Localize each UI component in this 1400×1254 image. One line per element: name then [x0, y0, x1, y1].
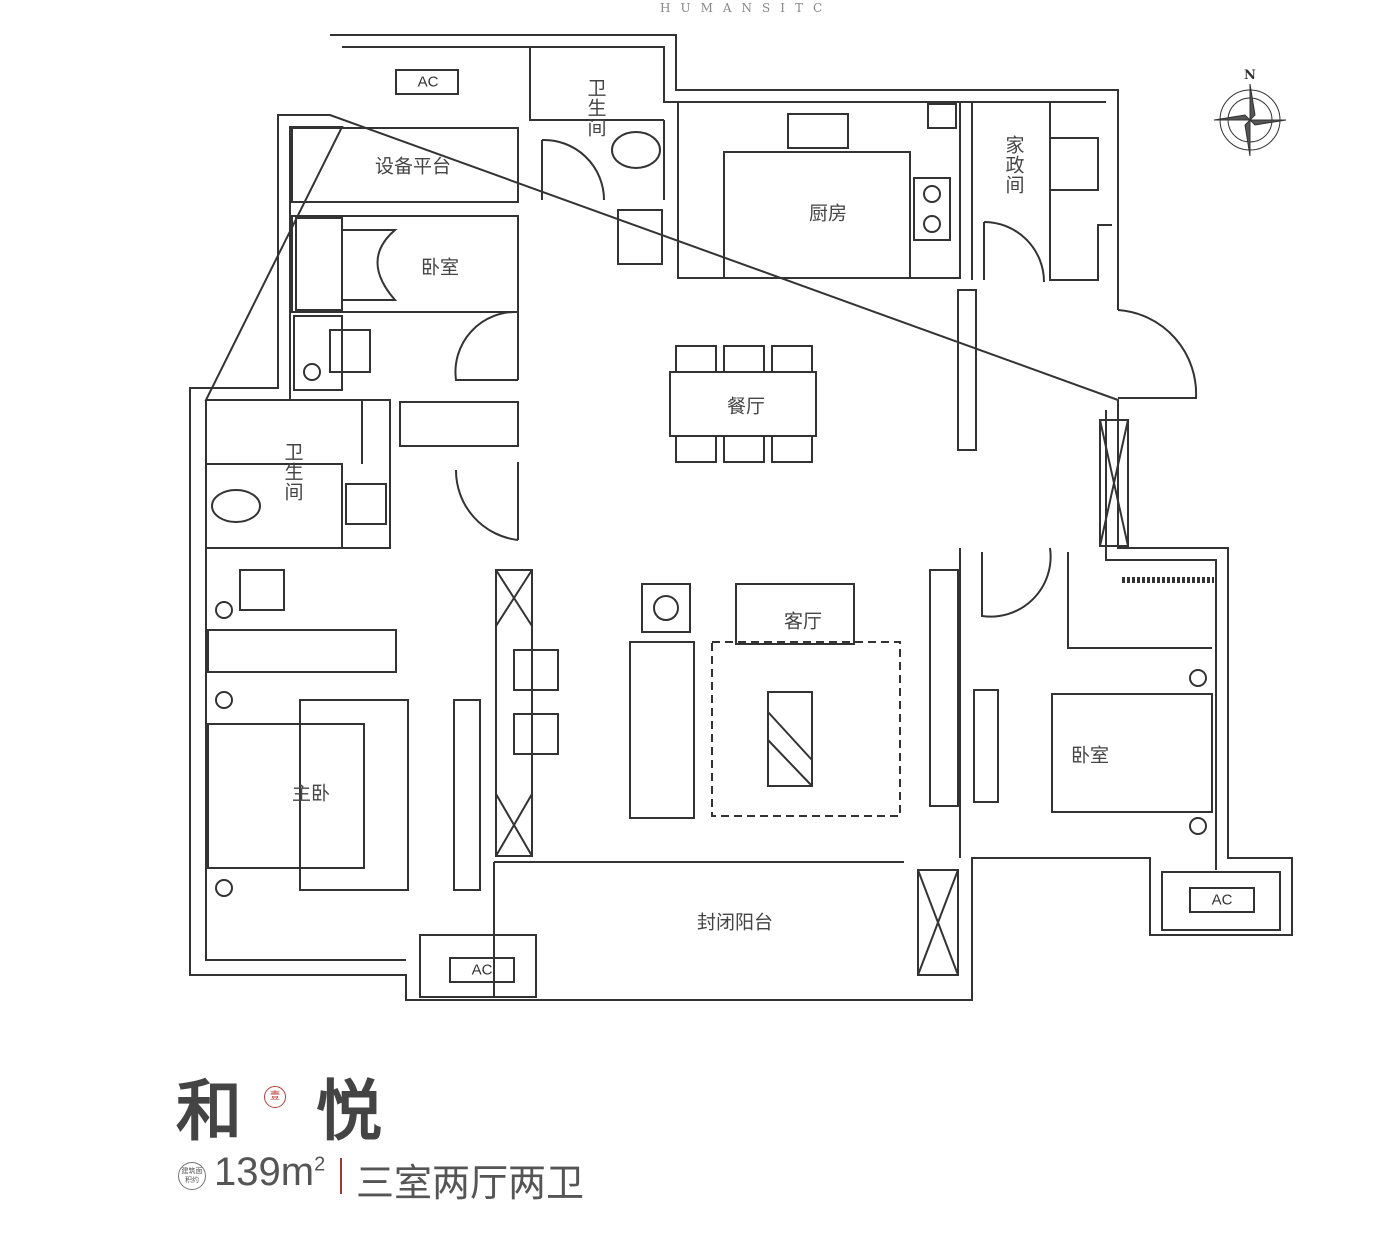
- ac-unit-top: [395, 69, 459, 95]
- room-label-kitchen: 厨房: [808, 202, 848, 225]
- ac-unit-right: [1189, 887, 1255, 913]
- equipment-platform-wall: [291, 127, 519, 203]
- outer-wall: [189, 34, 1293, 1001]
- ac-unit-bottom: [449, 957, 515, 983]
- area-unit-sup: 2: [314, 1153, 326, 1176]
- wardrobe: [399, 401, 519, 447]
- toilet: [611, 131, 661, 169]
- stove: [913, 177, 951, 241]
- separator: [340, 1158, 342, 1194]
- sink: [787, 113, 849, 149]
- seal-stamp: 壹: [264, 1086, 286, 1108]
- room-label-equipment-platform: 设备平台: [374, 155, 452, 178]
- master-bed: [207, 723, 365, 869]
- sofa: [629, 641, 695, 819]
- unit-name-part2: 悦: [316, 1072, 382, 1150]
- unit-name-part1: 和: [176, 1072, 246, 1150]
- brand-word: HUMANSITC: [660, 1, 833, 15]
- ac-label: AC: [417, 73, 439, 91]
- wardrobe: [295, 217, 343, 311]
- ac-label: AC: [471, 961, 493, 979]
- area-badge: 建筑面积约: [178, 1162, 206, 1190]
- area-number: 139m: [214, 1150, 315, 1194]
- room-label-living: 客厅: [783, 610, 823, 633]
- compass-north-label: N: [1244, 68, 1256, 83]
- coffee-table: [767, 691, 813, 787]
- room-label-bedroom-nw: 卧室: [420, 256, 460, 279]
- room-label-balcony: 封闭阳台: [696, 911, 774, 934]
- outer-wall-inner: [204, 46, 1217, 961]
- area-value: 139m2: [214, 1150, 325, 1195]
- layout-description: 三室两厅两卫: [356, 1161, 585, 1205]
- room-label-bath-top: 卫生间: [584, 78, 607, 138]
- ac-label: AC: [1211, 891, 1233, 909]
- room-label-bedroom-east: 卧室: [1070, 744, 1110, 767]
- room-label-utility: 家政间: [1002, 135, 1025, 195]
- room-label-bath-left: 卫生间: [281, 442, 304, 502]
- wardrobe: [207, 629, 397, 673]
- floor-plan: [189, 34, 1293, 1001]
- compass-icon: [1213, 83, 1287, 157]
- bed-east: [1051, 693, 1213, 813]
- kitchen-island: [723, 151, 911, 279]
- room-label-dining: 餐厅: [726, 395, 766, 418]
- room-label-master: 主卧: [291, 782, 331, 805]
